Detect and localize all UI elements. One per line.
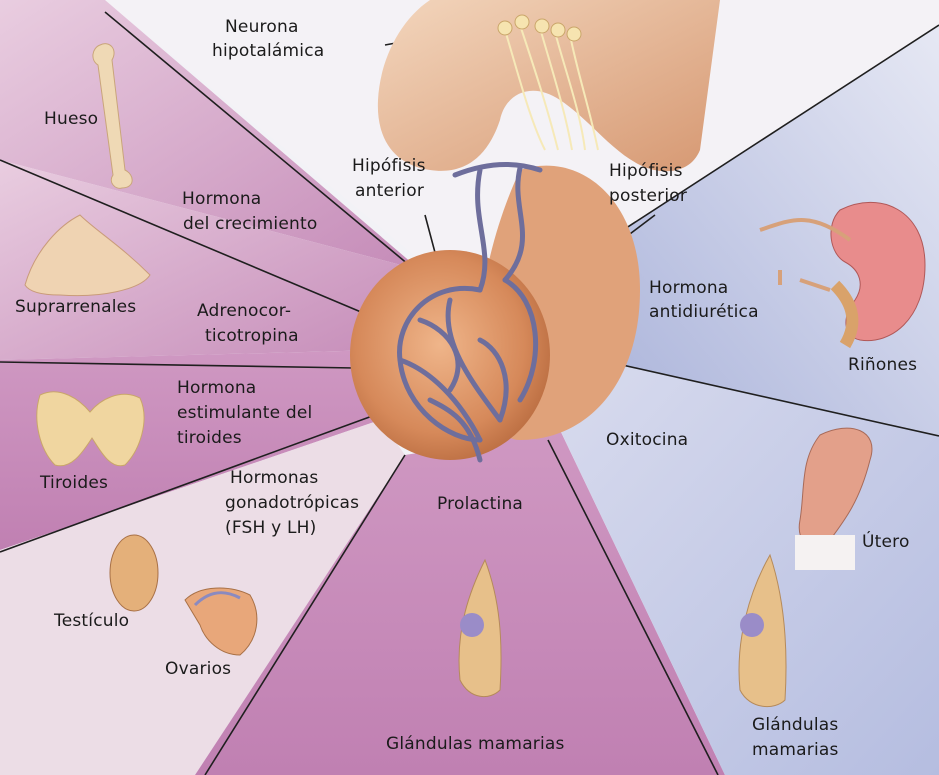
label-rinones: Riñones xyxy=(848,354,917,376)
label-oxitocina: Oxitocina xyxy=(606,429,688,451)
label-neurona: Neurona xyxy=(225,16,299,38)
label-adrenocor-2: ticotropina xyxy=(205,325,299,347)
label-glandulas-center: Glándulas mamarias xyxy=(386,733,565,755)
label-ovarios: Ovarios xyxy=(165,658,231,680)
label-hipofisis-anterior-2: anterior xyxy=(355,180,424,202)
label-hipofisis-posterior-1: Hipófisis xyxy=(609,160,683,182)
label-glandulas-right-2: mamarias xyxy=(752,739,839,761)
label-adrenocor-1: Adrenocor- xyxy=(197,300,291,322)
label-testiculo: Testículo xyxy=(54,610,129,632)
testicle-illustration xyxy=(110,535,158,611)
label-hipotalamica: hipotalámica xyxy=(212,40,324,62)
label-tiroides: Tiroides xyxy=(40,472,108,494)
label-hueso: Hueso xyxy=(44,108,98,130)
label-gonado-2: gonadotrópicas xyxy=(225,492,359,514)
label-tsh-1: Hormona xyxy=(177,377,256,399)
label-utero: Útero xyxy=(862,531,910,553)
anterior-lobe xyxy=(350,250,550,460)
label-tsh-3: tiroides xyxy=(177,427,242,449)
label-hormona-antidiuretica-1: Hormona xyxy=(649,277,728,299)
label-tsh-2: estimulante del xyxy=(177,402,312,424)
label-prolactina: Prolactina xyxy=(437,493,523,515)
label-hipofisis-posterior-2: posterior xyxy=(609,185,687,207)
label-suprarrenales: Suprarrenales xyxy=(15,296,136,318)
label-hormona-antidiuretica-2: antidiurética xyxy=(649,301,759,323)
label-hipofisis-anterior-1: Hipófisis xyxy=(352,155,426,177)
label-gonado-1: Hormonas xyxy=(230,467,318,489)
label-hormona-crecimiento-2: del crecimiento xyxy=(183,213,317,235)
label-gonado-3: (FSH y LH) xyxy=(225,517,316,539)
label-glandulas-right-1: Glándulas xyxy=(752,714,838,736)
label-hormona-crecimiento-1: Hormona xyxy=(182,188,261,210)
